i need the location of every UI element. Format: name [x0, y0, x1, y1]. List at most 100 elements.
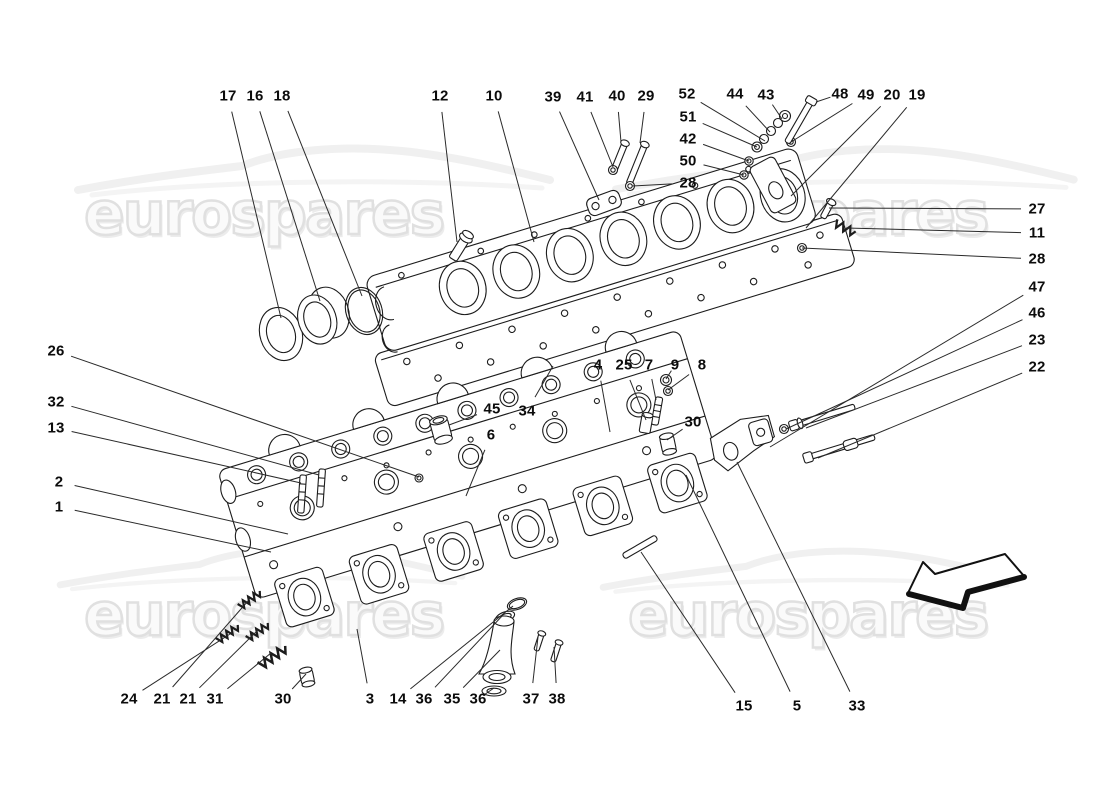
- part-number-30: 30: [274, 690, 292, 708]
- part-number-35: 35: [443, 690, 461, 708]
- plug-part-30: [658, 432, 678, 456]
- leader-line-10: [497, 111, 535, 243]
- part-number-22: 22: [1028, 358, 1046, 376]
- leader-line-35: [462, 649, 501, 688]
- part-number-51: 51: [679, 108, 697, 126]
- cam-journals: [268, 331, 638, 456]
- leader-line-8: [667, 374, 690, 391]
- part-number-13: 13: [47, 419, 65, 437]
- plug-part-16: [297, 286, 350, 345]
- leader-line-48: [815, 96, 831, 103]
- part-number-31: 31: [206, 690, 224, 708]
- nut-part-9: [659, 373, 673, 387]
- part-number-28: 28: [679, 174, 697, 192]
- leader-line-20: [790, 105, 882, 197]
- leader-line-40: [617, 111, 622, 143]
- bolt-part-27: [820, 197, 837, 220]
- part-number-30: 30: [684, 413, 702, 431]
- leader-line-38: [553, 646, 557, 684]
- leader-line-14: [410, 605, 514, 690]
- part-number-49: 49: [857, 86, 875, 104]
- leader-line-50: [703, 164, 745, 176]
- leader-line-21: [172, 600, 249, 688]
- leader-line-25: [629, 379, 647, 421]
- part-number-1: 1: [54, 498, 64, 516]
- leader-line-15: [640, 551, 736, 693]
- pipe-part-35: [478, 615, 516, 685]
- part-number-20: 20: [883, 86, 901, 104]
- leader-line-43: [771, 104, 783, 120]
- stud-part-7: [650, 396, 664, 426]
- part-number-29: 29: [637, 87, 655, 105]
- leader-line-28: [631, 183, 673, 187]
- stud-part-15: [622, 535, 658, 559]
- leader-line-23: [805, 345, 1023, 429]
- leader-line-19: [805, 106, 908, 229]
- part-number-6: 6: [486, 426, 496, 444]
- car-silhouette-icon: [74, 144, 554, 198]
- leader-line-52: [700, 101, 766, 142]
- seal-ring-part-17: [258, 306, 304, 362]
- leader-line-26: [70, 355, 420, 478]
- leader-line-6: [465, 449, 486, 497]
- part-number-36: 36: [469, 690, 487, 708]
- spark-plug-tubes: [289, 392, 652, 521]
- flange-screw-holes: [403, 231, 824, 382]
- leader-line-16: [259, 111, 321, 302]
- part-number-26: 26: [47, 342, 65, 360]
- leader-line-44: [745, 105, 771, 133]
- part-number-36: 36: [415, 690, 433, 708]
- leader-line-9: [665, 370, 672, 380]
- part-number-4: 4: [593, 356, 603, 374]
- part-number-7: 7: [644, 356, 654, 374]
- leader-line-42: [702, 143, 750, 162]
- leader-line-18: [287, 110, 363, 297]
- cam-cover-drawing: [366, 148, 855, 407]
- part-number-24: 24: [120, 690, 138, 708]
- leader-line-41: [590, 111, 614, 168]
- stud-part-32: [316, 468, 326, 508]
- leader-line-51: [702, 122, 758, 148]
- leader-line-39: [559, 111, 600, 201]
- part-number-50: 50: [679, 152, 697, 170]
- leader-line-5: [685, 474, 791, 692]
- part-number-14: 14: [389, 690, 407, 708]
- part-number-37: 37: [522, 690, 540, 708]
- part-number-47: 47: [1028, 278, 1046, 296]
- leader-line-1: [74, 509, 272, 553]
- leader-line-49: [790, 103, 853, 143]
- cover-bolt-bosses: [398, 165, 752, 279]
- stud-part-13: [297, 474, 307, 514]
- leader-line-29: [639, 111, 645, 144]
- leader-line-21: [199, 629, 259, 689]
- leader-line-32: [71, 405, 320, 476]
- part-number-28: 28: [1028, 250, 1046, 268]
- part-number-5: 5: [792, 697, 802, 715]
- cylinder-head-drawing: [219, 331, 717, 628]
- cam-cap-part-39: [586, 189, 622, 217]
- part-number-19: 19: [908, 86, 926, 104]
- leader-line-36: [484, 687, 495, 696]
- part-number-40: 40: [608, 87, 626, 105]
- leader-line-11: [845, 227, 1022, 234]
- leader-line-12: [441, 111, 458, 243]
- cup-part-45: [429, 415, 453, 445]
- part-number-11: 11: [1028, 224, 1046, 242]
- part-number-44: 44: [726, 85, 744, 103]
- leader-line-22: [817, 372, 1023, 459]
- part-number-32: 32: [47, 393, 65, 411]
- part-number-16: 16: [246, 87, 264, 105]
- part-number-27: 27: [1028, 200, 1046, 218]
- spring-part-11: [834, 219, 857, 238]
- part-number-39: 39: [544, 88, 562, 106]
- leader-line-2: [74, 485, 289, 535]
- gasket-part-36-lower: [481, 685, 507, 697]
- leader-line-46: [785, 319, 1023, 430]
- leader-line-27: [828, 207, 1022, 210]
- washer-stack-parts-42-44-50-51: [739, 109, 792, 180]
- valve-bores: [247, 349, 645, 485]
- leader-line-4: [600, 380, 611, 433]
